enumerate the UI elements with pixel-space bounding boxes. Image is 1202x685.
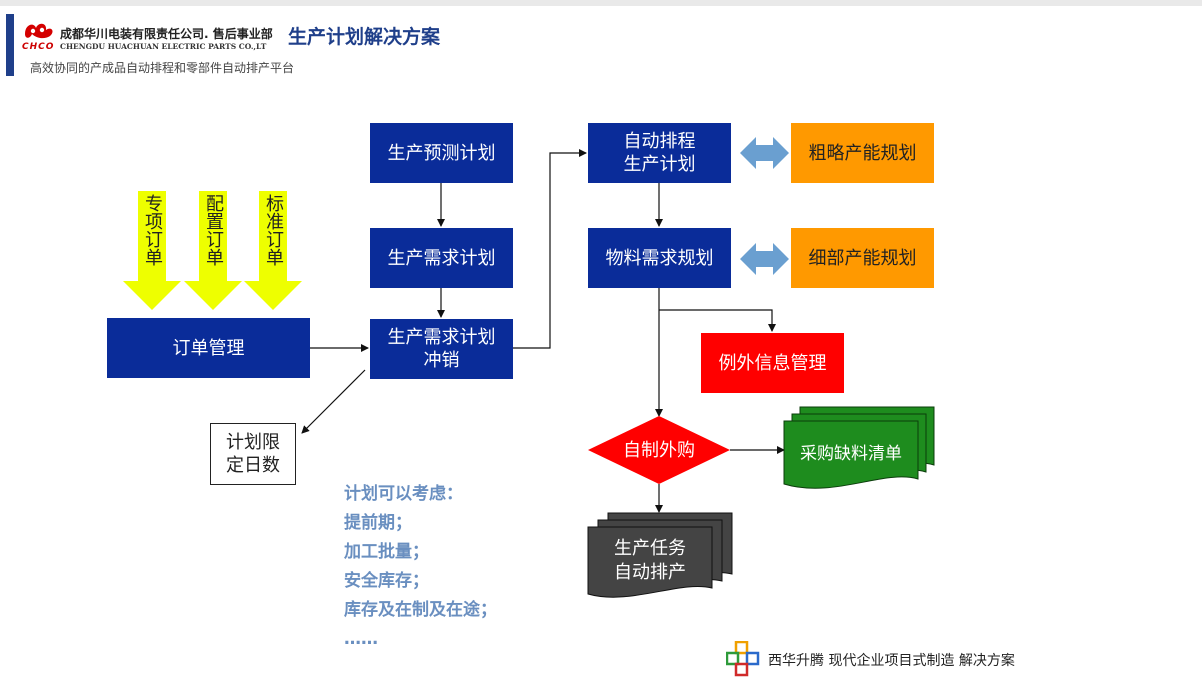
demand-offset-line1: 生产需求计划 [387,327,496,348]
logo-text: CHCO [22,42,55,52]
company-name-cn: 成都华川电装有限责任公司. 售后事业部 [60,27,273,41]
order-input-label-config: 配置订单 [203,194,224,266]
make-or-buy-diamond [588,416,730,484]
page-subtitle: 高效协同的产成品自动排程和零部件自动排产平台 [30,61,295,75]
page-title: 生产计划解决方案 [288,26,441,48]
material-requirement-node: 物料需求规划 [588,228,731,288]
purchase-shortage-doc [783,406,935,489]
double-arrow-detail-capacity [740,243,789,275]
auto-schedule-plan-node: 自动排程 生产计划 [588,123,731,183]
order-management-node: 订单管理 [107,318,310,378]
demand-offset-line2: 冲销 [423,350,460,371]
footer-text: 西华升腾 现代企业项目式制造 解决方案 [768,653,1015,669]
note-item: …… [344,629,378,649]
note-item: 库存及在制及在途； [344,600,497,620]
planning-considerations: 计划可以考虑： 提前期； 加工批量； 安全库存； 库存及在制及在途； …… [344,480,497,654]
rough-capacity-node: 粗略产能规划 [791,123,934,183]
purchase-shortage-label: 采购缺料清单 [800,444,902,464]
limit-line1: 计划限 [226,432,280,453]
order-input-arrow-1 [123,191,181,310]
footer-logo-icon [726,641,760,677]
top-bar [0,0,1202,6]
limit-line2: 定日数 [226,455,280,476]
note-item: 提前期； [344,513,412,533]
order-input-label-standard: 标准订单 [263,194,284,266]
auto-schedule-line2: 生产计划 [623,154,696,175]
order-input-arrow-3 [244,191,302,310]
exception-info-node: 例外信息管理 [701,333,844,393]
make-or-buy-label: 自制外购 [623,439,695,461]
notes-heading: 计划可以考虑： [344,484,463,504]
order-input-label-special: 专项订单 [142,194,163,266]
header-accent-bar [6,14,14,76]
auto-schedule-line1: 自动排程 [623,131,696,152]
double-arrow-rough-capacity [740,137,789,169]
task-label-line2: 自动排产 [614,562,686,583]
plan-limit-days-node: 计划限 定日数 [210,423,296,485]
task-label-line1: 生产任务 [614,538,686,559]
company-name-en: CHENGDU HUACHUAN ELECTRIC PARTS CO.,LT [60,42,267,51]
production-forecast-plan-node: 生产预测计划 [370,123,513,183]
order-input-arrow-2 [184,191,242,310]
note-item: 安全库存； [344,571,429,591]
company-logo-icon [25,23,53,39]
production-task-doc [587,512,733,598]
demand-offset-node: 生产需求计划 冲销 [370,319,513,379]
production-demand-plan-node: 生产需求计划 [370,228,513,288]
note-item: 加工批量； [344,542,429,562]
detail-capacity-node: 细部产能规划 [791,228,934,288]
